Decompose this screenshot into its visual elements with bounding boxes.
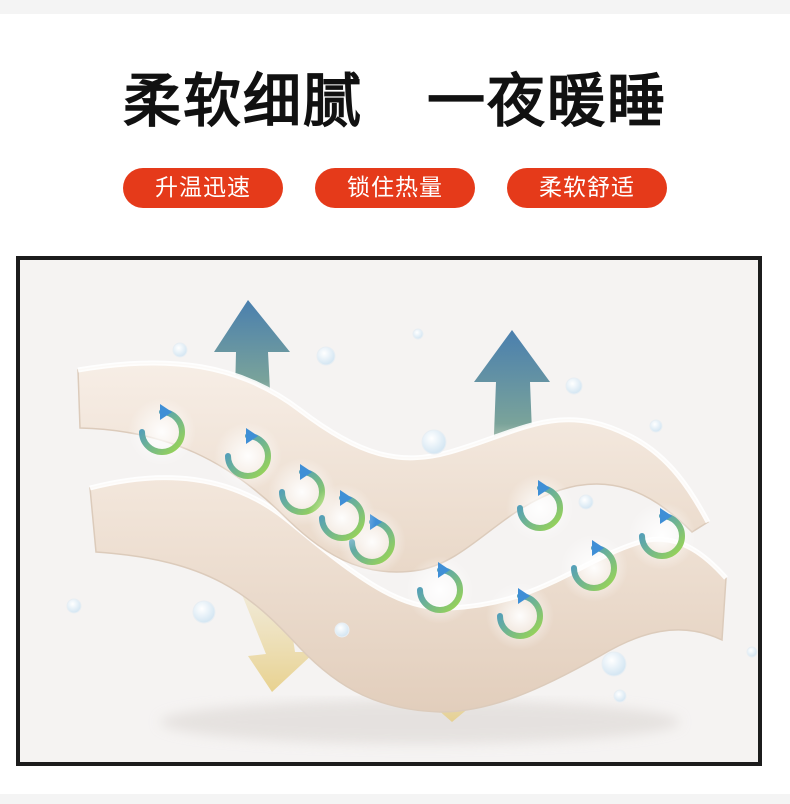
bubble-icon [334,622,350,638]
bubble-icon [192,600,216,624]
circulation-swirl-icon [560,534,628,602]
headline: 柔软细腻 一夜暖睡 [0,66,790,136]
bubble-icon [66,598,82,614]
feature-badges: 升温迅速 锁住热量 柔软舒适 [0,168,790,208]
bubble-icon [649,419,663,433]
ground-shadow [160,700,680,744]
circulation-swirls [128,398,696,650]
fabric-illustration [66,300,758,744]
bubble-icon [613,689,627,703]
bubble-icon [565,377,583,395]
bubble-icon [578,494,594,510]
badge-heat-lock: 锁住热量 [315,168,475,208]
top-divider [0,0,790,14]
bubble-icon [421,429,447,455]
fabric-illustration-frame [16,256,762,766]
circulation-swirl-icon [308,484,376,552]
bubble-icon [172,342,188,358]
headline-left: 柔软细腻 [122,67,363,135]
headline-right: 一夜暖睡 [427,67,668,135]
bubble-icon [412,328,424,340]
circulation-swirl-icon [406,556,474,624]
bubble-icon [746,646,758,658]
circulation-swirl-icon [486,582,554,650]
warm-air-arrow-icon [214,300,290,436]
circulation-swirl-icon [628,502,696,570]
bubbles [66,328,758,703]
fabric-layer-top-edge [77,360,711,524]
badge-fast-warming: 升温迅速 [123,168,283,208]
circulation-swirl-icon [506,474,574,542]
bottom-divider [0,794,790,804]
circulation-swirl-icon [214,422,282,490]
badge-soft-comfort: 柔软舒适 [507,168,667,208]
circulation-swirl-icon [128,398,196,466]
bubble-icon [316,346,336,366]
bubble-icon [601,651,627,677]
